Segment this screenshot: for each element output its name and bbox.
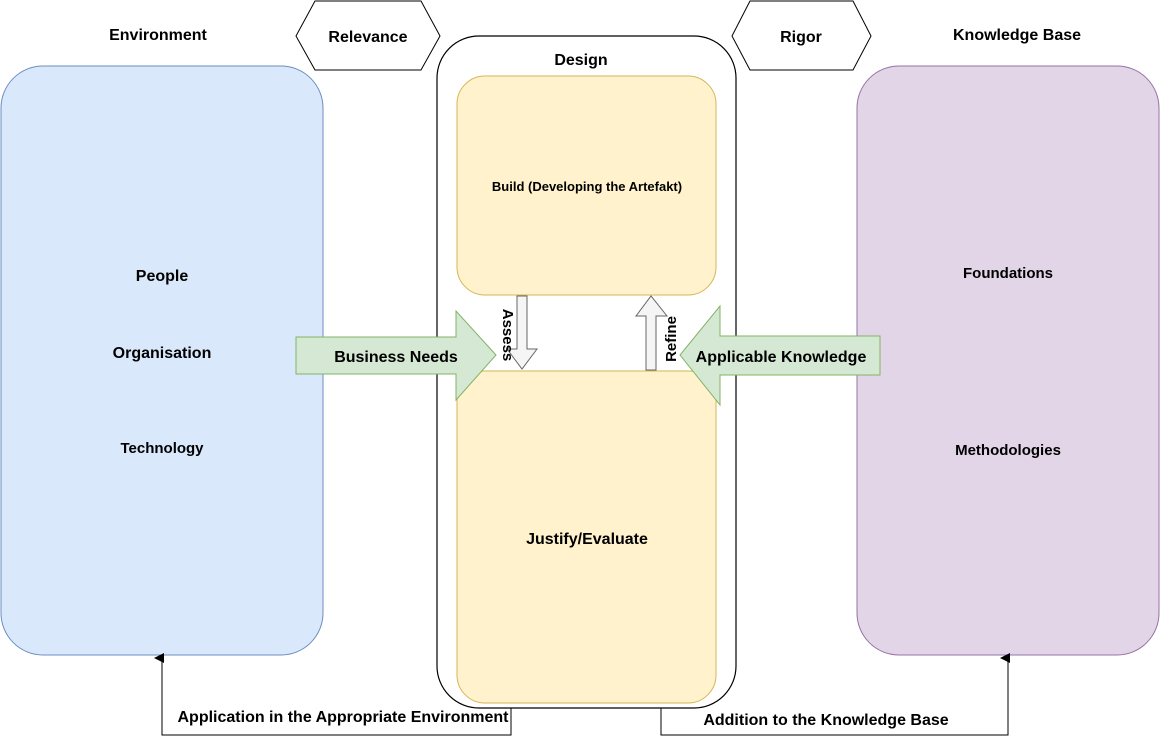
environment-title: Environment (109, 27, 207, 44)
business-needs-arrow (295, 309, 497, 402)
application-connector (154, 653, 512, 736)
knowledge-item-methodologies: Methodologies (955, 442, 1061, 459)
relevance-hexagon (295, 0, 441, 71)
evaluate-box (456, 370, 717, 704)
applicable-knowledge-arrow (679, 304, 881, 407)
assess-arrow (506, 295, 538, 370)
design-title: Design (554, 52, 607, 69)
business-needs-label: Business Needs (334, 349, 458, 366)
build-box (456, 75, 717, 296)
applicable-knowledge-label: Applicable Knowledge (696, 349, 867, 366)
environment-item-organisation: Organisation (113, 345, 212, 362)
knowledge-base-panel (856, 65, 1160, 656)
refine-label: Refine (663, 316, 680, 362)
environment-item-technology: Technology (120, 440, 204, 457)
addition-kb-label: Addition to the Knowledge Base (703, 712, 948, 729)
addition-connector (660, 653, 1010, 736)
knowledge-item-foundations: Foundations (963, 265, 1053, 282)
relevance-label: Relevance (328, 29, 407, 46)
rigor-hexagon (731, 0, 872, 71)
build-label: Build (Developing the Artefakt) (492, 179, 682, 194)
refine-arrow (635, 295, 669, 371)
environment-item-people: People (136, 268, 189, 285)
evaluate-label: Justify/Evaluate (526, 531, 648, 548)
knowledge-base-title: Knowledge Base (953, 27, 1081, 44)
application-env-label: Application in the Appropriate Environme… (178, 709, 510, 726)
rigor-label: Rigor (780, 29, 822, 46)
assess-label: Assess (499, 309, 516, 362)
